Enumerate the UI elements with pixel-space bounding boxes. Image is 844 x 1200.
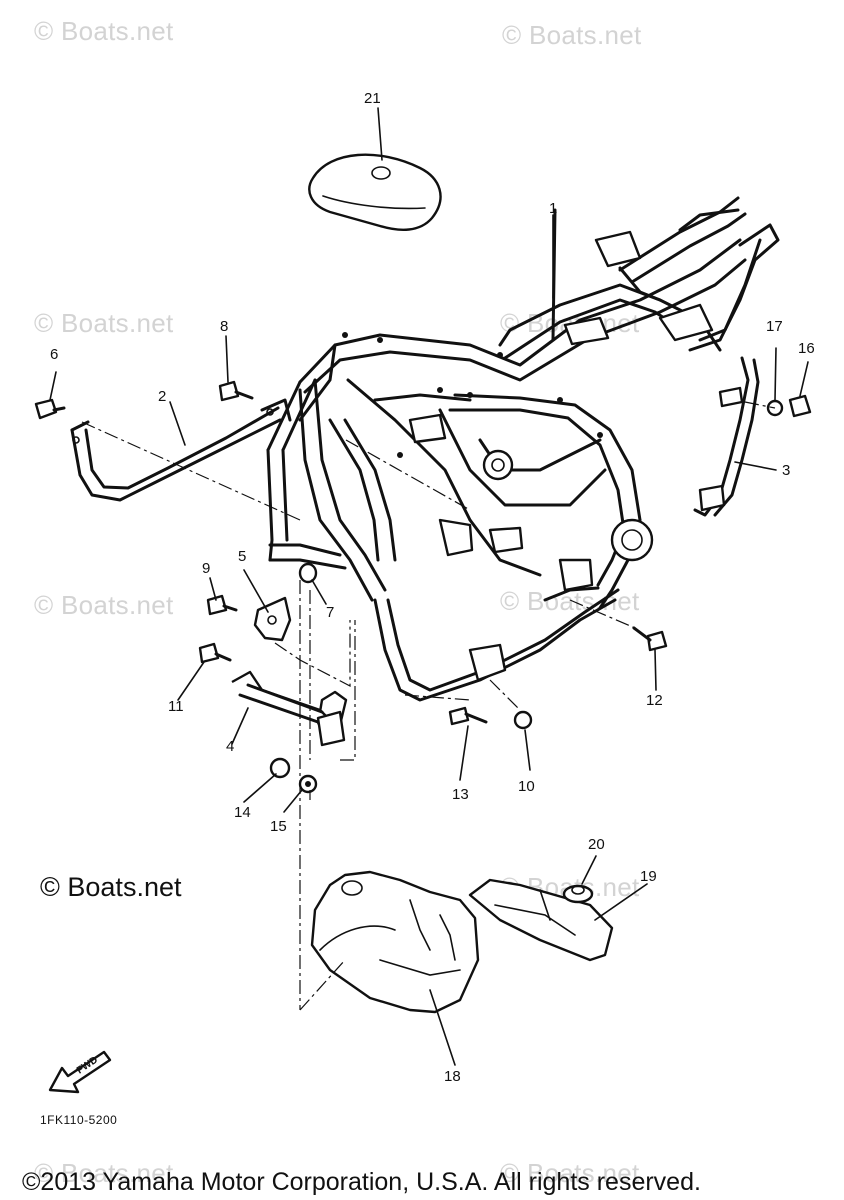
- guide-lines: [81, 401, 776, 1011]
- part-1-frame: [266, 196, 780, 702]
- watermark: © Boats.net: [34, 590, 174, 620]
- callout-8: 8: [220, 318, 229, 335]
- hardware: [34, 380, 812, 794]
- part-2-bracket: [70, 398, 292, 502]
- callout-5: 5: [238, 548, 247, 565]
- callout-21: 21: [364, 90, 381, 107]
- callout-9: 9: [202, 560, 211, 577]
- callout-14: 14: [234, 804, 251, 821]
- fwd-arrow-icon: [48, 1050, 112, 1094]
- callout-18: 18: [444, 1068, 461, 1085]
- callout-3: 3: [782, 462, 791, 479]
- callout-19: 19: [640, 868, 657, 885]
- watermark-dark: © Boats.net: [40, 872, 182, 902]
- callout-10: 10: [518, 778, 535, 795]
- leader-lines: [49, 107, 809, 1066]
- callout-2: 2: [158, 388, 167, 405]
- callout-11: 11: [168, 698, 184, 715]
- callout-4: 4: [226, 738, 235, 755]
- diagram-code: 1FK110-5200: [40, 1113, 118, 1127]
- callout-15: 15: [270, 818, 287, 835]
- watermark: © Boats.net: [502, 20, 642, 50]
- watermark: © Boats.net: [34, 16, 174, 46]
- callout-20: 20: [588, 836, 605, 853]
- part-4-rail: [231, 670, 348, 747]
- callout-12: 12: [646, 692, 663, 709]
- watermark: © Boats.net: [500, 1158, 640, 1188]
- copyright-notice: ©2013 Yamaha Motor Corporation, U.S.A. A…: [22, 1168, 701, 1196]
- callout-13: 13: [452, 786, 469, 803]
- part-18-cover: [310, 870, 480, 1014]
- callout-6: 6: [50, 346, 59, 363]
- part-21-pad: [308, 153, 442, 231]
- callout-7: 7: [326, 604, 335, 621]
- callout-1: 1: [549, 200, 558, 217]
- watermark: © Boats.net: [34, 308, 174, 338]
- watermark: © Boats.net: [34, 1158, 174, 1188]
- part-3-bracket: [693, 356, 760, 517]
- callout-16: 16: [798, 340, 815, 357]
- callout-17: 17: [766, 318, 783, 335]
- part-5-plate: [253, 596, 292, 642]
- part-19-plate: [468, 878, 614, 962]
